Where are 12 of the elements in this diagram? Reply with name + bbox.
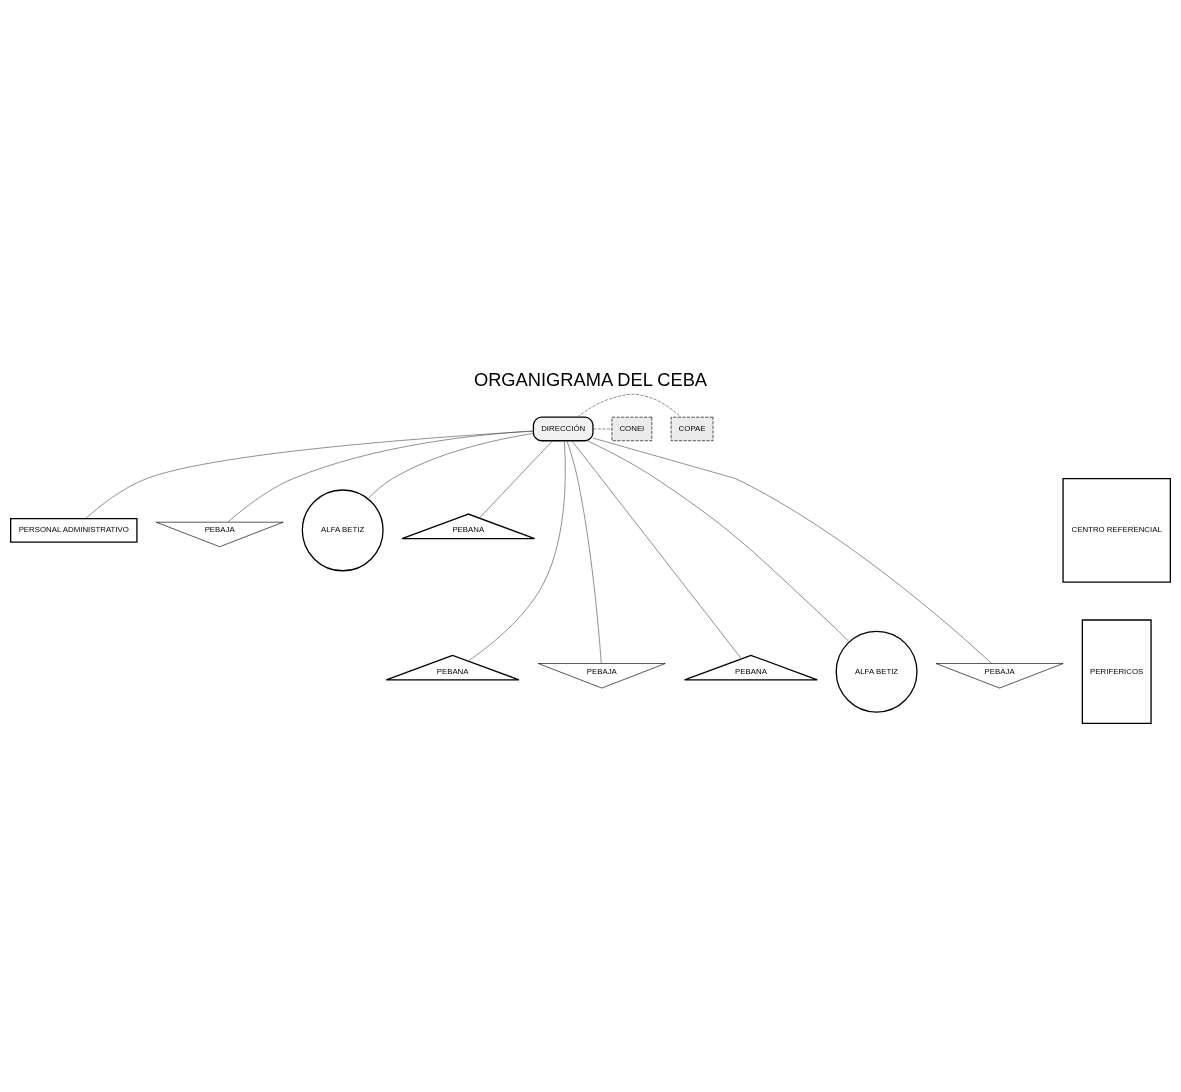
diagram-title: ORGANIGRAMA DEL CEBA xyxy=(473,368,708,390)
connector xyxy=(576,393,682,418)
connector xyxy=(85,430,534,519)
connector xyxy=(566,440,602,664)
connector xyxy=(479,440,553,519)
connector xyxy=(227,430,534,523)
connector xyxy=(571,440,742,659)
connector xyxy=(592,437,992,664)
connector xyxy=(367,433,534,499)
connector xyxy=(587,440,850,642)
connector xyxy=(592,428,613,430)
connector xyxy=(467,440,566,662)
